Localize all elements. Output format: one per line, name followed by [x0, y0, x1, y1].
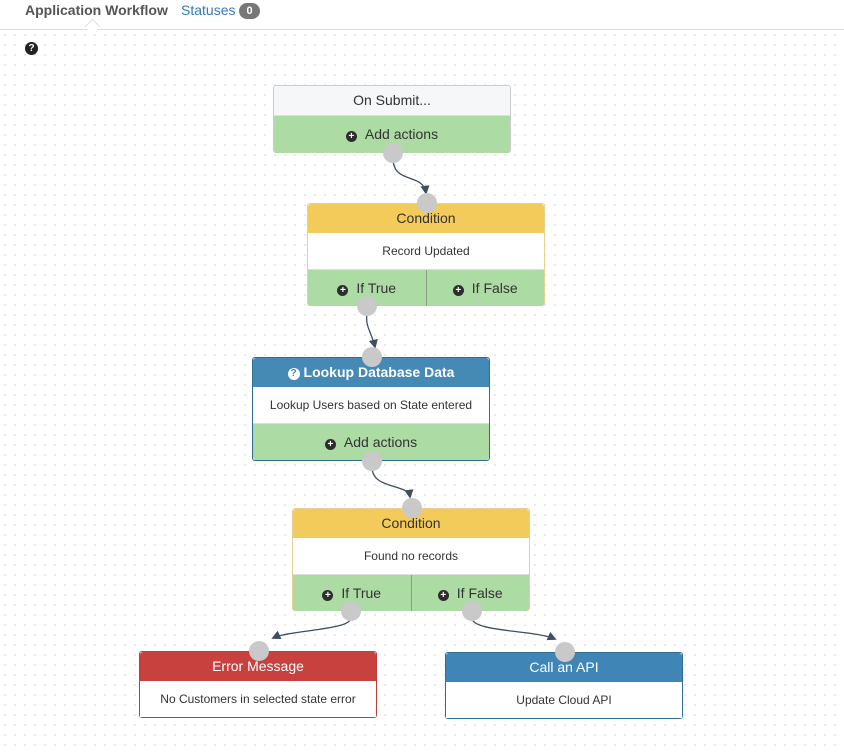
output-port[interactable]	[362, 451, 382, 471]
plus-circle-icon: +	[337, 285, 349, 296]
plus-circle-icon: +	[322, 590, 334, 601]
edge-condition2-true-to-error	[271, 617, 352, 640]
condition-branches: + If True + If False	[308, 270, 544, 306]
lookup-header: ?Lookup Database Data	[253, 358, 489, 387]
output-port-false[interactable]	[462, 601, 482, 621]
input-port[interactable]	[417, 193, 437, 213]
if-false-button[interactable]: + If False	[410, 575, 530, 611]
tab-statuses-label: Statuses	[181, 2, 236, 18]
edge-condition1-to-lookup	[365, 311, 378, 349]
add-actions-label: Add actions	[364, 126, 439, 142]
plus-circle-icon: +	[345, 131, 357, 142]
condition-node-record-updated[interactable]: Condition Record Updated +If True +If Fa…	[307, 203, 545, 306]
add-actions-button[interactable]: + Add actions	[253, 424, 489, 460]
edge-lookup-to-condition2	[371, 466, 414, 499]
input-port[interactable]	[249, 641, 269, 661]
output-port-true[interactable]	[341, 601, 361, 621]
add-actions-button[interactable]: + Add actions	[274, 116, 510, 153]
input-port[interactable]	[555, 642, 575, 662]
input-port[interactable]	[362, 347, 382, 367]
edge-condition2-false-to-api	[471, 617, 557, 641]
if-true-label: If True	[356, 280, 397, 296]
add-actions-label: Add actions	[343, 434, 418, 450]
plus-circle-icon: +	[437, 590, 449, 601]
api-description: Update Cloud API	[446, 682, 682, 718]
question-circle-icon: ?	[287, 368, 300, 380]
lookup-database-data-node[interactable]: ?Lookup Database Data Lookup Users based…	[252, 357, 490, 461]
if-false-label: If False	[456, 585, 503, 601]
plus-circle-icon: +	[324, 439, 336, 450]
condition-description: Found no records	[293, 538, 529, 575]
condition-description: Record Updated	[308, 233, 544, 270]
if-true-button[interactable]: + If True	[308, 270, 426, 306]
input-port[interactable]	[402, 498, 422, 518]
output-port[interactable]	[383, 143, 403, 163]
plus-circle-icon: +	[452, 285, 464, 296]
error-message-node[interactable]: Error Message No Customers in selected s…	[139, 651, 377, 718]
condition-node-found-no-records[interactable]: Condition Found no records +If True +If …	[292, 508, 530, 611]
statuses-count-badge: 0	[239, 3, 260, 19]
if-true-label: If True	[341, 585, 382, 601]
if-false-button[interactable]: + If False	[425, 270, 545, 306]
lookup-description: Lookup Users based on State entered	[253, 387, 489, 424]
condition-branches: + If True + If False	[293, 575, 529, 611]
call-api-node[interactable]: Call an API Update Cloud API	[445, 652, 683, 719]
output-port[interactable]	[357, 296, 377, 316]
on-submit-node[interactable]: On Submit... + Add actions	[273, 85, 511, 153]
if-false-label: If False	[471, 280, 518, 296]
tab-application-workflow[interactable]: Application Workflow	[25, 2, 168, 18]
lookup-title: Lookup Database Data	[303, 364, 455, 380]
error-description: No Customers in selected state error	[140, 681, 376, 717]
on-submit-title: On Submit...	[274, 86, 510, 116]
if-true-button[interactable]: + If True	[293, 575, 411, 611]
help-icon[interactable]: ?	[25, 42, 38, 55]
edge-submit-to-condition1	[392, 157, 430, 195]
